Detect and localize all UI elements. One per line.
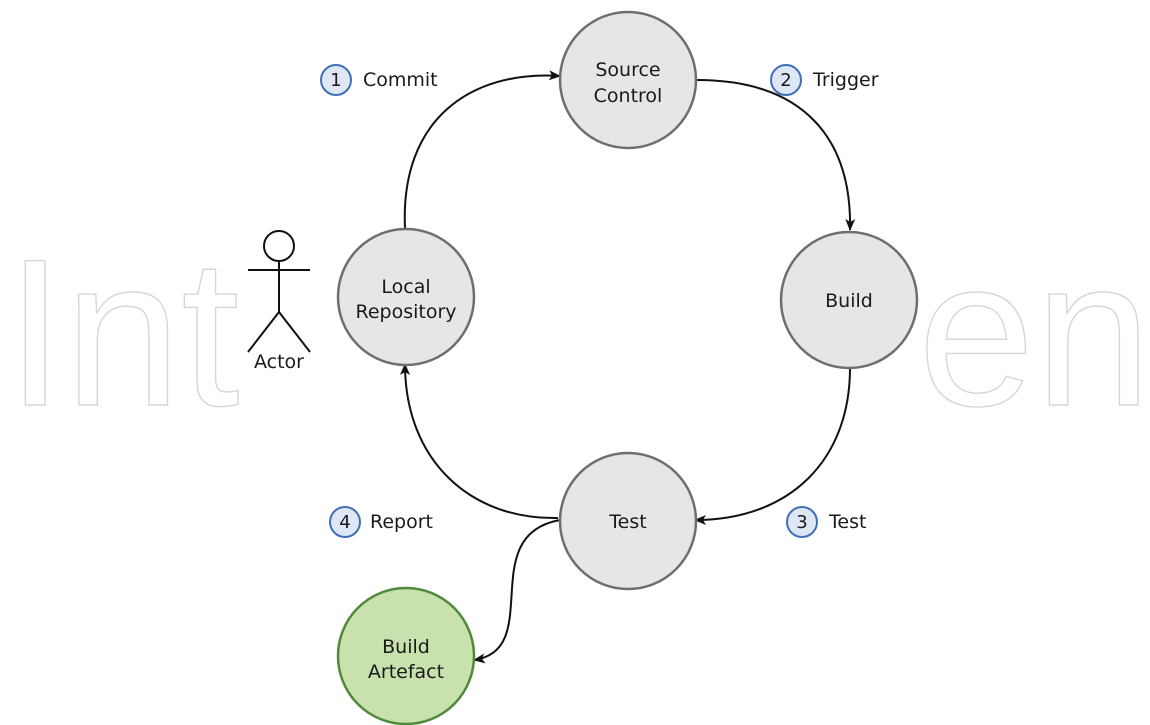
step-4: 4 Report (329, 506, 433, 538)
node-build-artefact-line-1: Build (382, 636, 430, 658)
step-2: 2 Trigger (770, 64, 879, 96)
watermark-left: Int (6, 215, 239, 450)
step-1: 1 Commit (320, 64, 438, 96)
node-local-repository-line-2: Repository (355, 301, 456, 323)
node-source-control-line-2: Control (594, 85, 663, 107)
step-2-label: Trigger (812, 69, 879, 91)
actor-label: Actor (254, 351, 304, 373)
actor-figure-icon (247, 230, 311, 353)
step-4-label: Report (370, 511, 433, 533)
node-test-label: Test (608, 511, 646, 533)
step-1-label: Commit (363, 69, 438, 91)
edge-test (694, 367, 851, 525)
edge-artefact (473, 519, 561, 664)
step-2-number: 2 (780, 70, 791, 91)
node-local-repository: Local Repository (336, 227, 476, 367)
step-3-label: Test (828, 511, 866, 533)
edge-trigger (696, 79, 856, 231)
edge-report (400, 363, 559, 520)
node-local-repository-line-1: Local (381, 276, 430, 298)
step-3: 3 Test (786, 506, 866, 538)
node-build-artefact: Build Artefact (336, 586, 476, 725)
step-3-number: 3 (796, 512, 807, 533)
node-build: Build (779, 230, 919, 370)
edge-commit (403, 70, 561, 229)
node-source-control-line-1: Source (595, 59, 660, 81)
step-4-number: 4 (339, 512, 350, 533)
edges (400, 70, 856, 664)
step-1-number: 1 (330, 70, 341, 91)
node-source-control: Source Control (558, 10, 698, 150)
node-build-artefact-line-2: Artefact (368, 661, 444, 683)
node-build-label: Build (825, 290, 873, 312)
actor: Actor (247, 230, 311, 373)
node-test: Test (558, 451, 698, 591)
watermark-right: en (918, 215, 1150, 450)
